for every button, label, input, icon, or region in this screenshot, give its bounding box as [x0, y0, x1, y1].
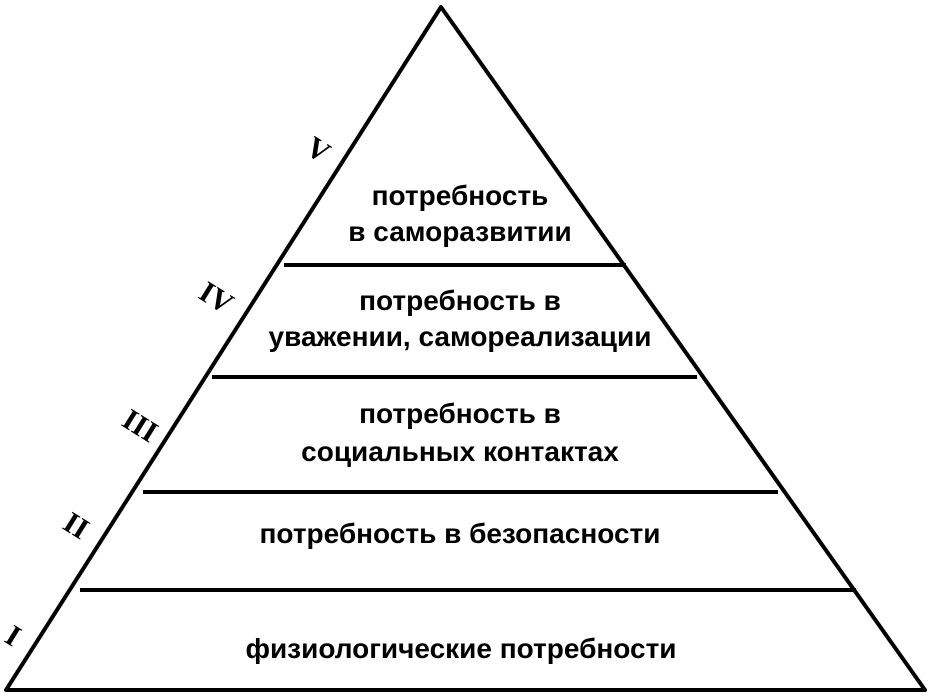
level-5-line-2: в саморазвитии [348, 216, 571, 247]
level-2: потребность в безопасности II [57, 506, 660, 549]
level-1-numeral: I [0, 619, 27, 653]
pyramid-outline [4, 5, 927, 692]
level-2-numeral: II [57, 506, 94, 546]
level-2-line-1: потребность в безопасности [260, 518, 661, 549]
level-4-line-1: потребность в [359, 285, 561, 316]
level-3-numeral: III [116, 403, 163, 450]
level-1-line-1: физиологические потребности [245, 633, 676, 664]
level-3: потребность в социальных контактах III [116, 398, 619, 467]
level-4-numeral: IV [193, 275, 239, 321]
level-1: физиологические потребности I [0, 619, 677, 664]
level-3-line-2: социальных контактах [301, 436, 619, 467]
level-4-line-2: уважении, самореализации [269, 321, 652, 352]
level-5: потребность в саморазвитии V [300, 130, 572, 247]
level-3-line-1: потребность в [359, 398, 561, 429]
level-5-line-1: потребность [372, 180, 549, 211]
level-5-numeral: V [300, 130, 336, 170]
